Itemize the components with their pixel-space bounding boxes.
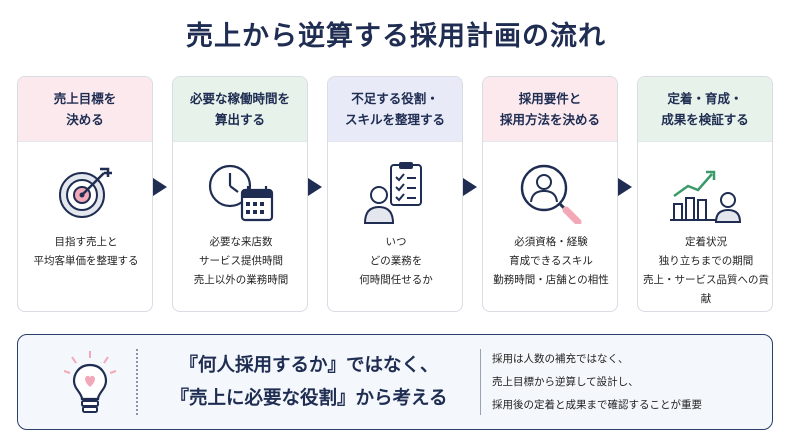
divider	[480, 349, 481, 415]
growth-chart-icon	[638, 159, 772, 227]
clock-calendar-icon	[173, 159, 307, 227]
arrow-right-icon	[153, 178, 167, 196]
summary-main-line-1: 『何人採用するか』ではなく、	[179, 355, 439, 376]
step-4-description: 必須資格・経験 育成できるスキル 勤務時間・店舗との相性	[493, 236, 609, 286]
step-card-5: 定着・育成・ 成果を検証する 定着状況 独り立ちまでの期間 売上・サービス品質へ…	[637, 76, 773, 312]
step-1-description: 目指す売上と 平均客単価を整理する	[33, 236, 139, 267]
page-title: 売上から逆算する採用計画の流れ	[186, 21, 606, 52]
arrow-right-icon	[618, 178, 632, 196]
person-checklist-icon	[328, 159, 462, 227]
step-5-heading: 定着・育成・ 成果を検証する	[638, 77, 772, 142]
arrow-right-icon	[463, 178, 477, 196]
step-5-description: 定着状況 独り立ちまでの期間 売上・サービス品質への貢献	[643, 236, 769, 305]
magnifier-person-icon	[483, 159, 617, 227]
step-3-heading: 不足する役割・ スキルを整理する	[328, 77, 462, 142]
summary-sub-message: 採用は人数の補充ではなく、 売上目標から逆算して設計し、 採用後の定着と成果まで…	[492, 353, 702, 411]
target-icon	[18, 159, 152, 227]
step-1-heading: 売上目標を 決める	[18, 77, 152, 142]
step-4-heading: 採用要件と 採用方法を決める	[483, 77, 617, 142]
step-card-1: 売上目標を 決める 目指す売上と 平均客単価を整理する	[17, 76, 153, 312]
step-3-description: いつ どの業務を 何時間任せるか	[359, 236, 433, 286]
summary-main-message: 『何人採用するか』ではなく、 『売上に必要な役割』から考える	[150, 349, 468, 415]
arrow-right-icon	[308, 178, 322, 196]
step-2-description: 必要な来店数 サービス提供時間 売上以外の業務時間	[193, 236, 289, 286]
step-card-3: 不足する役割・ スキルを整理する いつ どの業務を 何時間任せるか	[327, 76, 463, 312]
lightbulb-icon	[63, 351, 117, 413]
step-card-2: 必要な稼働時間を 算出する 必要な来店数 サービス提供時間 売上以外の業務時間	[172, 76, 308, 312]
step-2-heading: 必要な稼働時間を 算出する	[173, 77, 307, 142]
dotted-divider	[136, 349, 138, 415]
summary-box: 『何人採用するか』ではなく、 『売上に必要な役割』から考える 採用は人数の補充で…	[17, 334, 773, 430]
step-card-4: 採用要件と 採用方法を決める 必須資格・経験 育成できるスキル 勤務時間・店舗と…	[482, 76, 618, 312]
summary-main-line-2: 『売上に必要な役割』から考える	[170, 388, 448, 409]
